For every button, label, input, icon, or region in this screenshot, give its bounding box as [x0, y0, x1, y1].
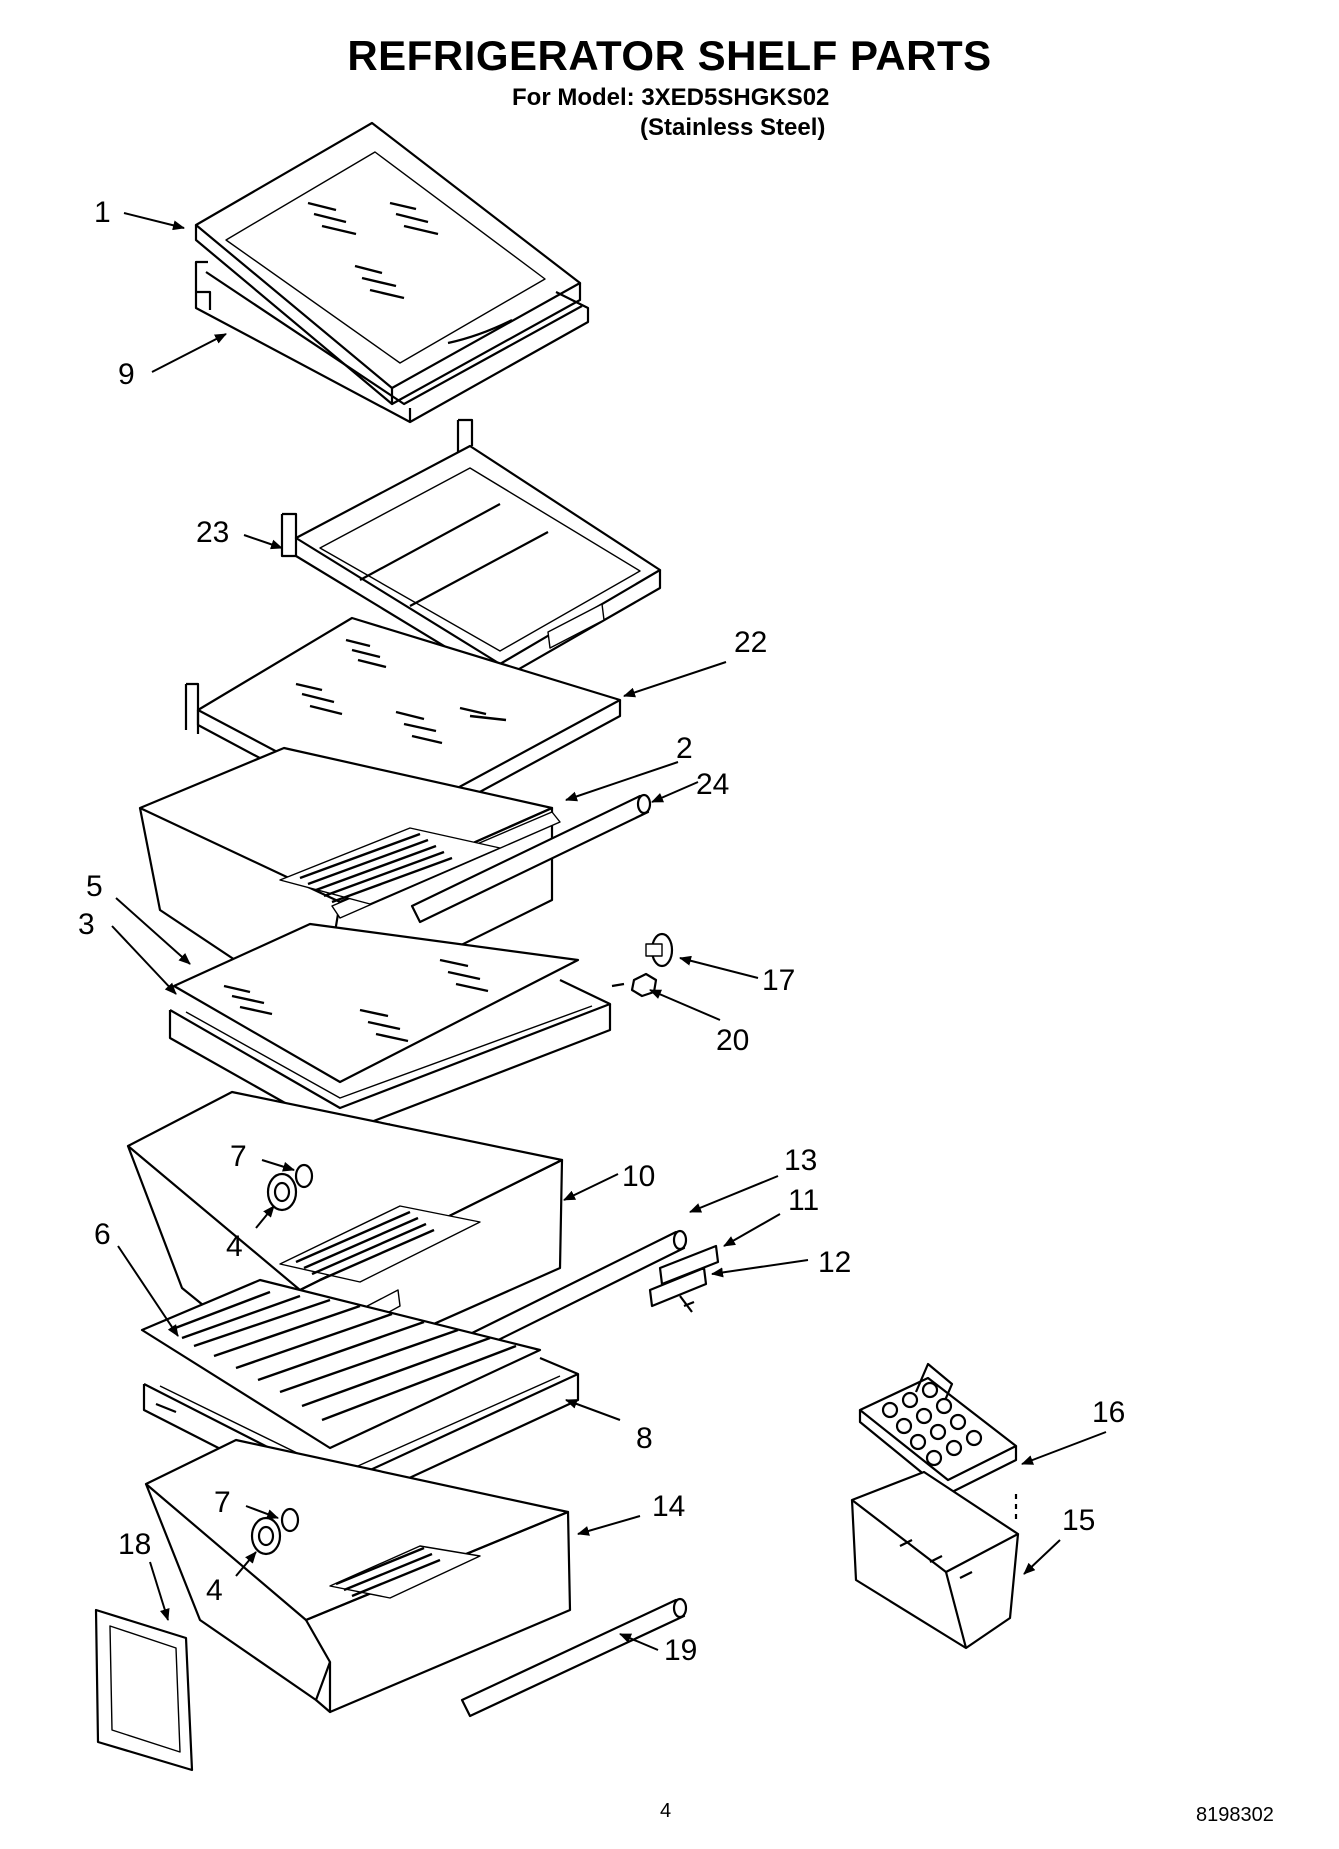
page-title: REFRIGERATOR SHELF PARTS	[347, 32, 992, 79]
callout-5: 5	[86, 870, 103, 903]
part-7-washer-lower	[280, 1507, 300, 1533]
part-9-shelf-frame	[194, 260, 590, 424]
drawer-vent-slots-3	[335, 1546, 441, 1598]
document-code: 8198302	[1196, 1804, 1274, 1826]
callout-3: 3	[78, 908, 95, 941]
callout-10: 10	[622, 1160, 655, 1193]
callout-labels: 1 9 23 22 2 24 5 3 17 20 7 4 10 13 11 12…	[78, 196, 1125, 1667]
part-15-egg-bin	[850, 1470, 1020, 1650]
part-4-roller-lower	[250, 1516, 282, 1556]
callout-8: 8	[636, 1422, 653, 1455]
model-line: For Model: 3XED5SHGKS02	[512, 84, 830, 111]
part-7-washer	[294, 1163, 314, 1189]
callout-7: 7	[230, 1140, 247, 1173]
callout-19: 19	[664, 1634, 697, 1667]
callout-13: 13	[784, 1144, 817, 1177]
callout-20: 20	[716, 1024, 749, 1057]
callout-17: 17	[762, 964, 795, 997]
part-11-control-slide	[658, 1244, 720, 1286]
part-16-egg-tray	[858, 1362, 1018, 1496]
glass-reflection-marks-2	[295, 638, 507, 745]
callout-14: 14	[652, 1490, 685, 1523]
part-1-glass-shelf	[194, 121, 582, 406]
callout-7-lower: 7	[214, 1486, 231, 1519]
part-14-bottom-drawer	[144, 1438, 572, 1714]
callout-9: 9	[118, 358, 135, 391]
part-6-glass-insert	[140, 1278, 542, 1450]
callout-6: 6	[94, 1218, 111, 1251]
drawer-vent-slots-2	[295, 1210, 435, 1282]
callout-1: 1	[94, 196, 111, 229]
part-5-crisper-glass	[172, 922, 580, 1084]
callout-2: 2	[676, 732, 693, 765]
part-4-roller	[266, 1172, 298, 1212]
glass-reflection-marks	[307, 201, 439, 300]
callout-4: 4	[226, 1230, 243, 1263]
callout-4-lower: 4	[206, 1574, 223, 1607]
part-17-roller	[645, 932, 674, 968]
callout-15: 15	[1062, 1504, 1095, 1537]
glass-ribs	[169, 1290, 517, 1422]
callout-16: 16	[1092, 1396, 1125, 1429]
page-number: 4	[660, 1800, 672, 1822]
part-24-drawer-trim	[410, 793, 652, 924]
callout-12: 12	[818, 1246, 851, 1279]
callout-22: 22	[734, 626, 767, 659]
part-19-drawer-trim	[460, 1597, 688, 1718]
leader-lines	[111, 212, 1107, 1651]
part-12-control-bracket	[648, 1266, 708, 1313]
finish-line: (Stainless Steel)	[640, 114, 826, 141]
callout-18: 18	[118, 1528, 151, 1561]
callout-24: 24	[696, 768, 729, 801]
part-2-crisper-drawer	[138, 746, 561, 1012]
drawer-vent-slots	[299, 832, 453, 904]
callout-23: 23	[196, 516, 229, 549]
part-18-label-holder	[94, 1608, 194, 1772]
glass-reflection-marks-3	[223, 958, 489, 1043]
part-20-axle	[611, 972, 658, 998]
callout-11: 11	[788, 1184, 819, 1217]
